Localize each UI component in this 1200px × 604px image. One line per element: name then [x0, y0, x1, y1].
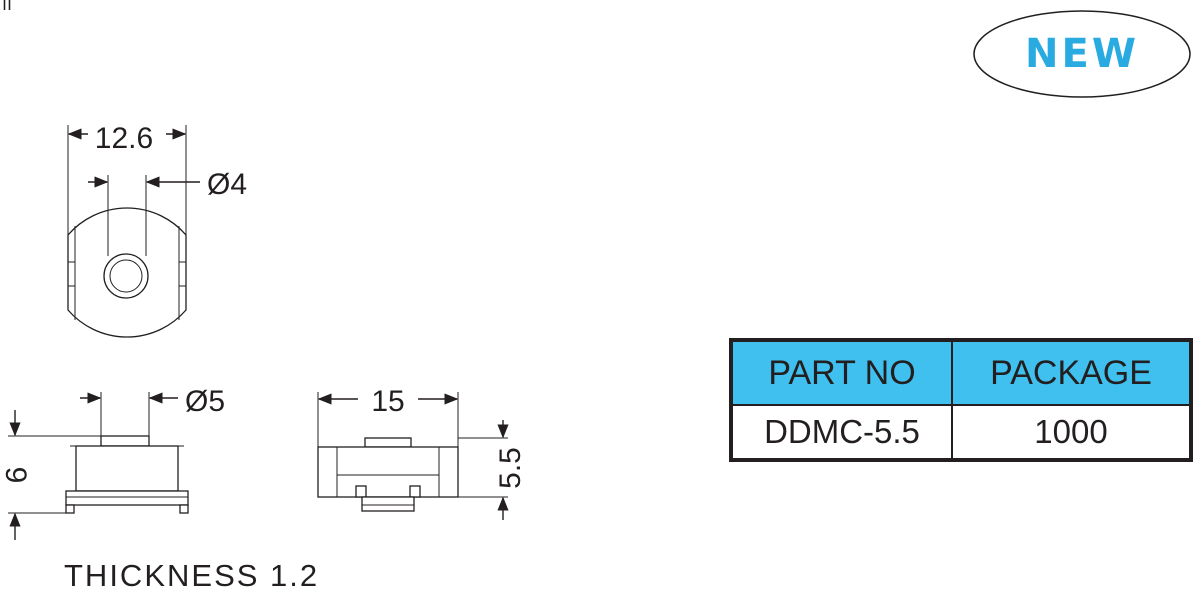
- corner-mark: ıı: [2, 0, 13, 14]
- thickness-note: THICKNESS 1.2: [64, 558, 320, 593]
- front-height-dimension: 5.5: [494, 447, 527, 489]
- part-no-cell: DDMC-5.5: [730, 404, 953, 461]
- side-diameter-dimension: Ø5: [185, 385, 225, 418]
- top-view: 12.6 Ø4: [67, 122, 247, 338]
- front-view: 15 5.5: [317, 385, 527, 520]
- spec-table: PART NO PACKAGE DDMC-5.5 1000: [729, 338, 1193, 462]
- table-row: DDMC-5.5 1000: [730, 404, 1192, 461]
- side-view: Ø5 9: [0, 385, 225, 540]
- mounting-hole: [103, 253, 149, 299]
- top-width-dimension: 12.6: [95, 122, 153, 155]
- side-height-dimension: 9: [0, 467, 32, 484]
- front-width-dimension: 15: [371, 385, 404, 418]
- package-cell: 1000: [951, 404, 1192, 461]
- column-header-package: PACKAGE: [951, 339, 1192, 406]
- column-header-part-no: PART NO: [730, 339, 953, 406]
- table-header-row: PART NO PACKAGE: [730, 339, 1192, 406]
- new-badge: NEW: [1025, 31, 1139, 77]
- hole-diameter-dimension: Ø4: [207, 168, 247, 201]
- new-badge-outline: [973, 10, 1191, 98]
